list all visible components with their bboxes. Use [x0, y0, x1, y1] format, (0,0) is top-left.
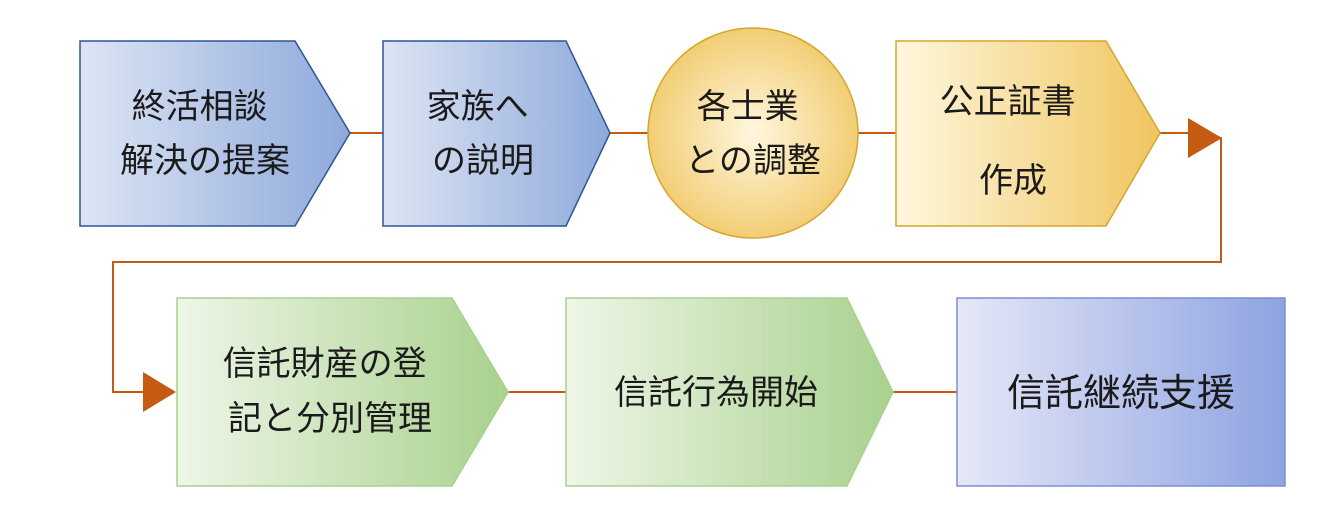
step-4-shape — [895, 40, 1161, 227]
step-4-label: 公正証書 作成 — [940, 82, 1087, 201]
step-6-label: 信託行為開始 — [614, 373, 818, 413]
step-6-line-1: 信託行為開始 — [614, 373, 818, 413]
step-2-label: 家族へ の説明 — [427, 87, 540, 181]
step-5-shape — [176, 297, 509, 487]
step-3-line-1: 各士業 — [697, 87, 799, 127]
step-4-line-1: 公正証書 — [940, 82, 1076, 122]
step-7-label: 信託継続支援 — [1007, 371, 1235, 415]
step-4-line-2: 作成 — [979, 161, 1047, 201]
step-3-label: 各士業 との調整 — [685, 87, 821, 181]
step-1-shape — [79, 40, 351, 227]
arrowhead-right-bottom — [143, 372, 176, 412]
step-2-line-2: の説明 — [432, 141, 534, 181]
step-1-line-1: 終活相談 — [132, 87, 268, 127]
step-5-line-2: 記と分別管理 — [228, 399, 432, 439]
step-2-shape — [382, 40, 611, 227]
step-1: 終活相談 解決の提案 — [79, 40, 351, 227]
arrowhead-right-top — [1188, 118, 1222, 158]
step-1-label: 終活相談 解決の提案 — [120, 87, 290, 181]
step-6: 信託行為開始 — [565, 297, 894, 487]
step-3-shape — [647, 27, 859, 239]
step-3-line-2: との調整 — [685, 141, 821, 181]
step-1-line-2: 解決の提案 — [120, 141, 290, 181]
step-7-line-1: 信託継続支援 — [1007, 371, 1235, 415]
step-5: 信託財産の登 記と分別管理 — [176, 297, 509, 487]
step-5-label: 信託財産の登 記と分別管理 — [223, 344, 438, 439]
step-2: 家族へ の説明 — [382, 40, 611, 227]
step-4: 公正証書 作成 — [895, 40, 1161, 227]
step-5-line-1: 信託財産の登 — [223, 344, 427, 384]
step-7-shape — [956, 297, 1286, 487]
step-7: 信託継続支援 — [956, 297, 1286, 487]
step-3: 各士業 との調整 — [647, 27, 859, 239]
step-2-line-1: 家族へ — [427, 87, 529, 127]
step-6-shape — [565, 297, 894, 487]
